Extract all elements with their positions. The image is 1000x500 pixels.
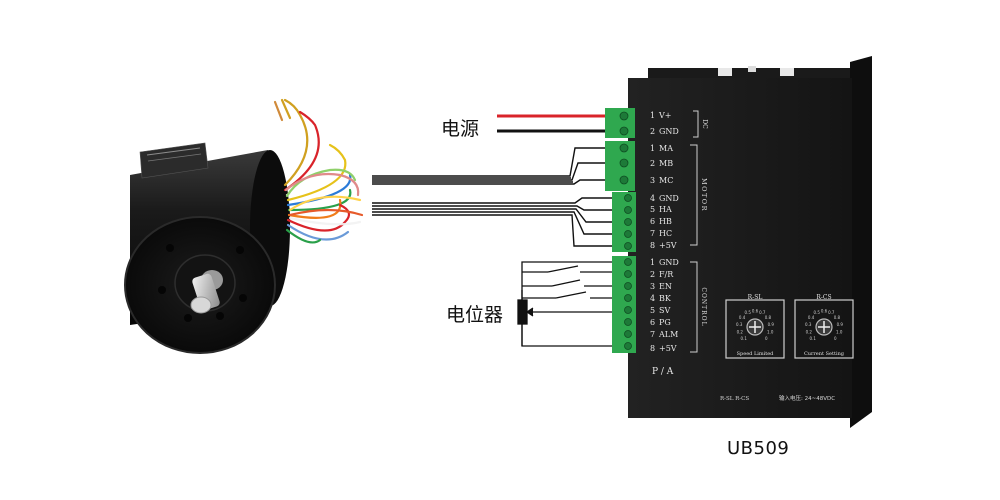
dial-scale-tick: 0.4 (739, 315, 746, 320)
pin-number: 7 (650, 229, 655, 238)
pin-name: MA (659, 144, 673, 153)
pin-number: 1 (650, 258, 655, 267)
pin-name: HB (659, 217, 672, 226)
pin-name: MB (659, 159, 673, 168)
dial-scale-tick: 0.7 (828, 310, 835, 315)
dial-sl-title: R-SL (748, 294, 763, 301)
pin-name: EN (659, 282, 672, 291)
pin-number: 3 (650, 176, 655, 185)
pin-number: 5 (650, 306, 655, 315)
pin-number: 4 (650, 194, 655, 203)
dial-scale-tick: 0.6 (752, 309, 759, 314)
bldc-motor (124, 142, 291, 354)
driver-model-label: UB509 (727, 438, 790, 459)
dial-scale-tick: 0.7 (759, 310, 766, 315)
pin-name: SV (659, 306, 670, 315)
pin-number: 1 (650, 144, 655, 153)
dial-scale-tick: 0.2 (737, 329, 744, 334)
dial-scale-tick: 1.0 (836, 329, 843, 334)
group-label-motor: MOTOR (700, 178, 708, 212)
dial-scale-tick: 0.6 (821, 309, 828, 314)
pin-number: 2 (650, 159, 655, 168)
dial-scale-tick: 0.4 (808, 315, 815, 320)
hall-wires (372, 197, 612, 247)
dial-cs-caption: Current Setting (804, 351, 845, 357)
pin-name: MC (659, 176, 673, 185)
motor-lead-wires (273, 98, 364, 244)
pin-number: 6 (650, 318, 655, 327)
dial-scale-tick: 0 (765, 336, 768, 341)
pin-number: 2 (650, 127, 655, 136)
dial-scale-tick: 0.5 (745, 310, 752, 315)
pin-number: 8 (650, 241, 655, 250)
pin-number: 1 (650, 111, 655, 120)
dial-cs-title: R-CS (816, 294, 831, 301)
mount-hole (158, 286, 166, 294)
pin-name: GND (659, 127, 679, 136)
input-voltage-label: 输入电压: 24~48VDC (779, 394, 835, 402)
power-wires (497, 114, 612, 133)
pin-number: 2 (650, 270, 655, 279)
pin-name: PG (659, 318, 671, 327)
motor-phase-wires (372, 147, 612, 185)
power-label: 电源 (441, 118, 480, 140)
pin-number: 8 (650, 344, 655, 353)
pin-name: HA (659, 205, 672, 214)
dial-scale-tick: 0.5 (814, 310, 821, 315)
pin-name: HC (659, 229, 672, 238)
pin-name: ALM (658, 330, 678, 339)
mount-hole (166, 244, 174, 252)
pa-label: P / A (652, 367, 674, 377)
dial-scale-tick: 0.8 (765, 315, 772, 320)
potentiometer-symbol (517, 299, 528, 325)
mount-hole (184, 314, 192, 322)
dial-scale-tick: 0.9 (768, 322, 775, 327)
pin-number: 5 (650, 205, 655, 214)
dial-scale-tick: 1.0 (767, 329, 774, 334)
terminal-hall (612, 192, 636, 252)
pin-name: GND (659, 194, 679, 203)
mount-hole (239, 294, 247, 302)
bottom-left-label: R-SL R-CS (720, 396, 749, 402)
pin-number: 3 (650, 282, 655, 291)
mount-hole (236, 246, 244, 254)
dial-scale-tick: 0.9 (837, 322, 844, 327)
terminal-dc (605, 108, 635, 138)
pin-name: +5V (659, 241, 677, 250)
driver-side (850, 56, 872, 428)
dial-scale-tick: 0.8 (834, 315, 841, 320)
pin-number: 7 (650, 330, 655, 339)
mount-hole (216, 312, 224, 320)
dial-scale-tick: 0.3 (736, 322, 743, 327)
pin-name: BK (659, 294, 672, 303)
dial-scale-tick: 0.2 (806, 329, 813, 334)
driver-body (628, 78, 852, 418)
pin-name: GND (659, 258, 679, 267)
pin-name: V+ (658, 111, 671, 120)
group-label-control: CONTROL (700, 287, 707, 326)
dial-scale-tick: 0.3 (805, 322, 812, 327)
control-wiring (517, 261, 612, 347)
dial-sl-caption: Speed Limited (737, 351, 775, 357)
dial-scale-tick: 0.1 (741, 336, 748, 341)
motor-label (139, 142, 209, 179)
pin-number: 4 (650, 294, 655, 303)
pin-number: 6 (650, 217, 655, 226)
group-label-dc: DC (701, 119, 708, 129)
potentiometer-label: 电位器 (446, 304, 504, 326)
pin-name: F/R (659, 270, 674, 279)
terminal-control (612, 256, 636, 353)
dial-scale-tick: 0 (834, 336, 837, 341)
pin-name: +5V (659, 344, 677, 353)
dial-scale-tick: 0.1 (810, 336, 817, 341)
